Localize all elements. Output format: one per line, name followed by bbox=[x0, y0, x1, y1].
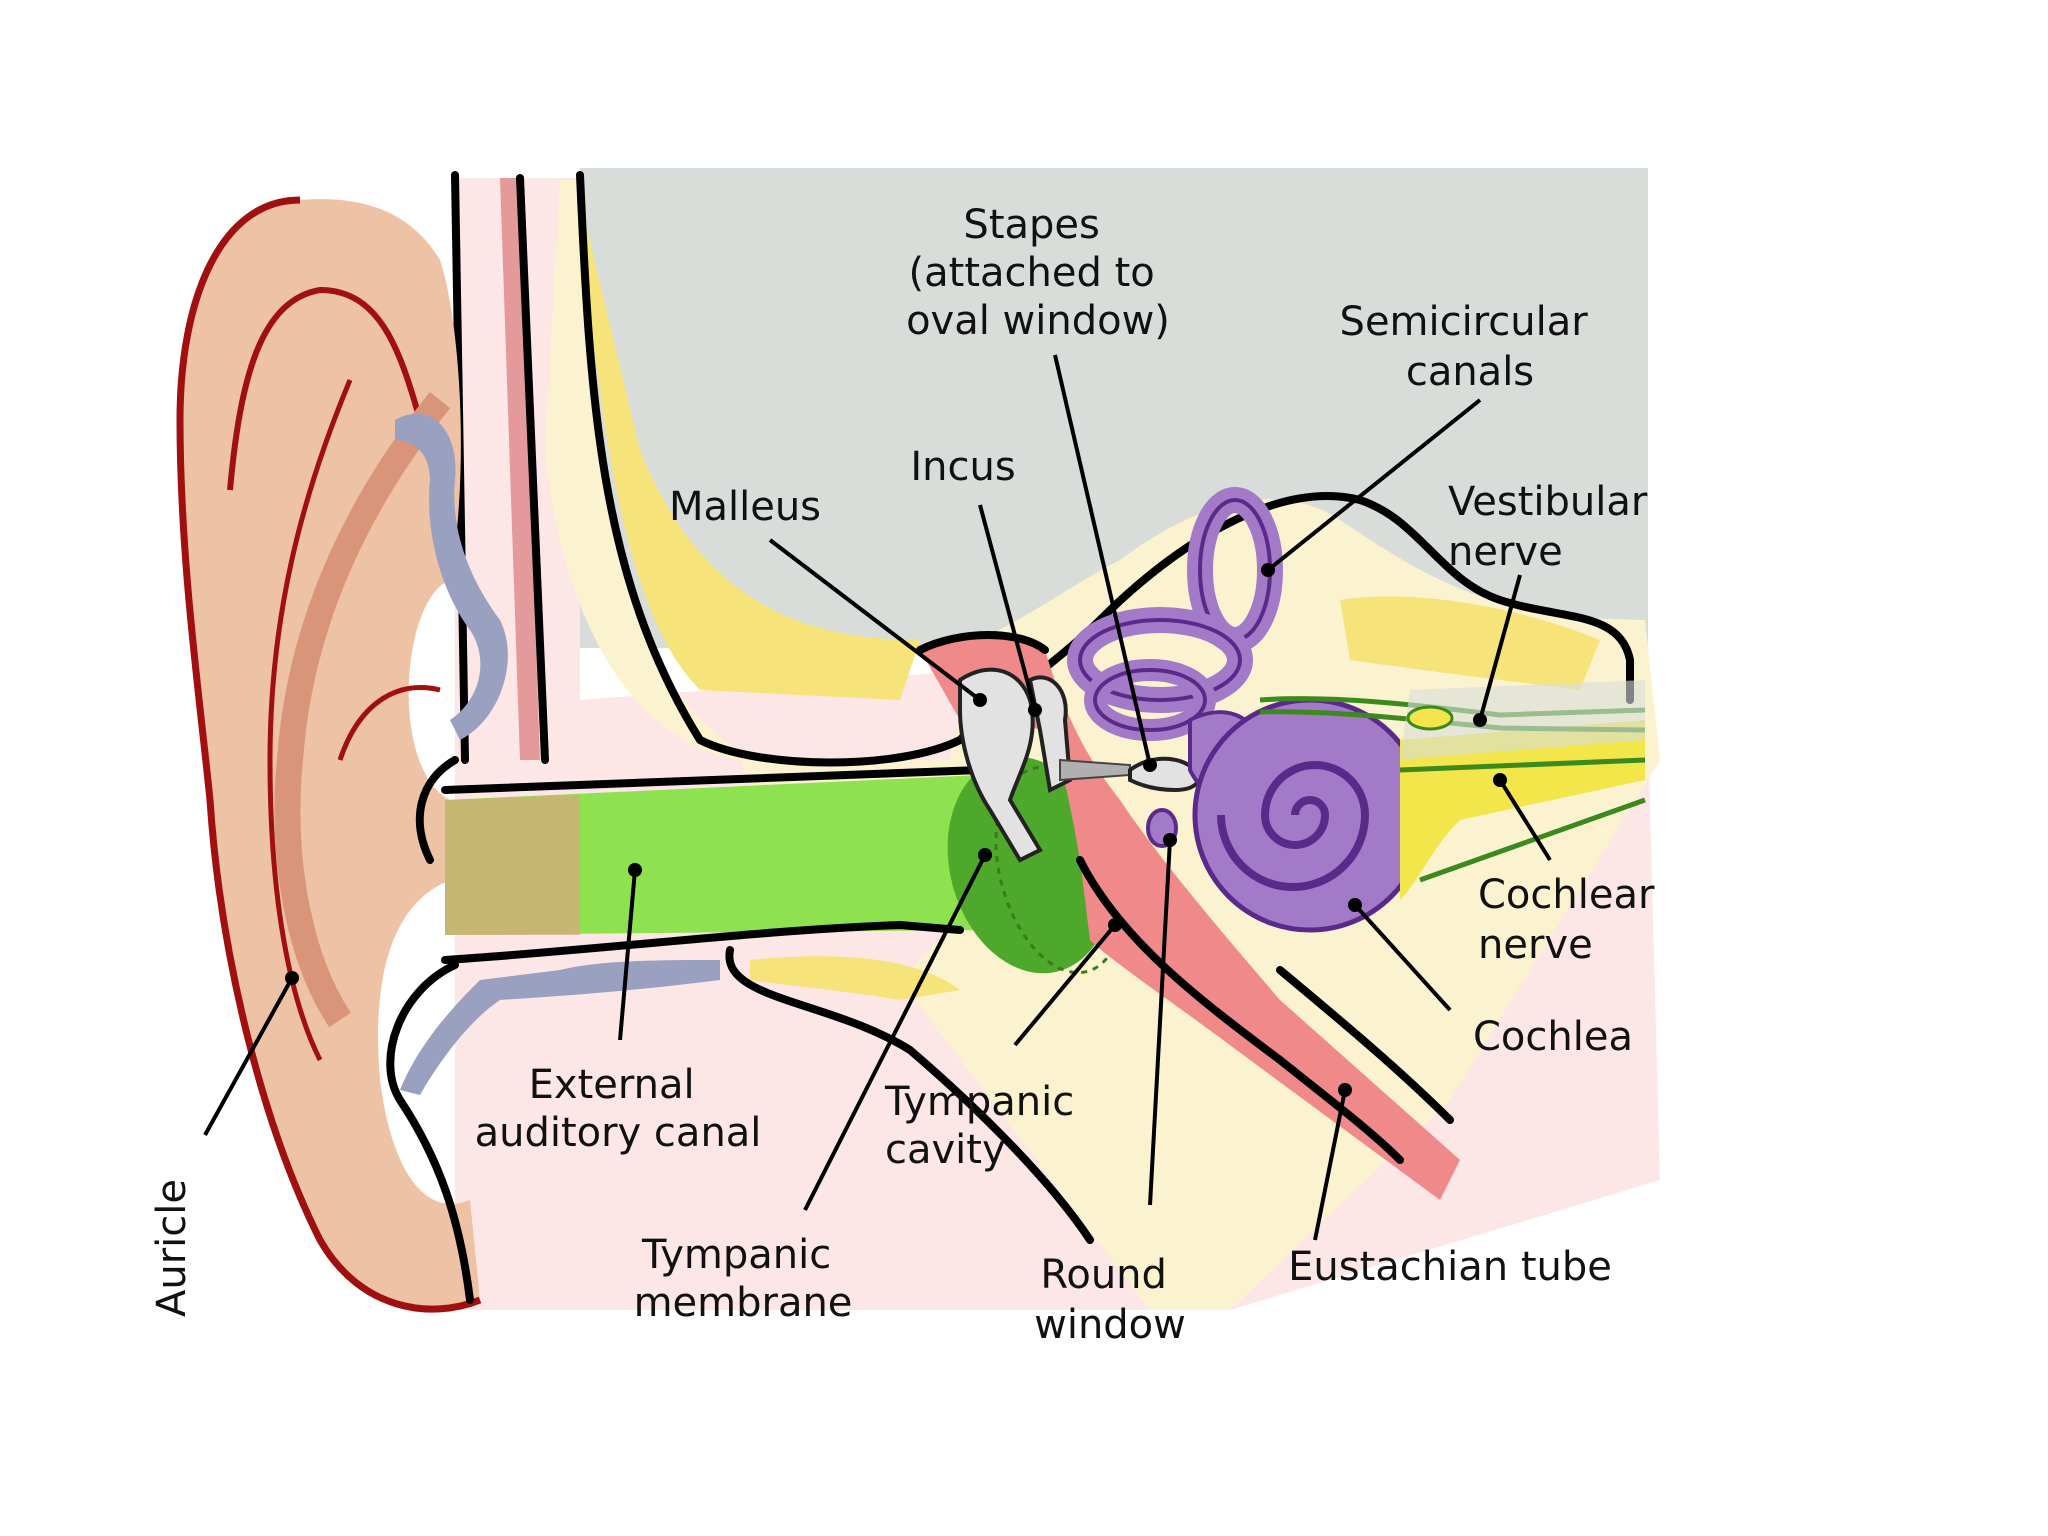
leader-tympanic-cavity bbox=[1013, 923, 1117, 1047]
leader-malleus bbox=[768, 538, 982, 702]
skull-outline bbox=[576, 171, 1634, 767]
label-tympanic-membrane: Tympanic membrane bbox=[634, 1232, 853, 1326]
nerve-fibers bbox=[1259, 696, 1646, 883]
leader-round-window bbox=[1148, 839, 1172, 1206]
canal-wall-upper bbox=[516, 174, 549, 764]
dot-canal bbox=[628, 863, 642, 877]
dot-incus bbox=[1028, 703, 1042, 717]
labyrinth bbox=[1067, 487, 1428, 933]
semicircular-canal-3-outline bbox=[1093, 668, 1207, 732]
label-cochlear-nerve: Cochlear nerve bbox=[1478, 872, 1667, 968]
bone-highlight-upper bbox=[580, 200, 920, 700]
dot-tympanic-membrane bbox=[978, 848, 992, 862]
leader-tympanic-membrane bbox=[803, 854, 987, 1211]
dot-eustachian bbox=[1338, 1083, 1352, 1097]
cartilage-upper bbox=[395, 413, 508, 740]
label-stapes: Stapes (attached to oval window) bbox=[906, 202, 1170, 344]
auricle-rim bbox=[176, 196, 482, 1313]
vestibular-ganglion bbox=[1406, 705, 1454, 731]
label-semicircular-canals: Semicircular canals bbox=[1340, 299, 1601, 395]
bone-highlight-lower bbox=[750, 956, 960, 1000]
dot-stapes bbox=[1143, 758, 1157, 772]
antihelix-shade bbox=[274, 391, 451, 1028]
leader-semicircular bbox=[1266, 398, 1482, 572]
skin-strip bbox=[500, 178, 540, 760]
label-vestibular-nerve: Vestibular nerve bbox=[1448, 479, 1660, 575]
tympanic-floor bbox=[725, 946, 1094, 1244]
leader-incus bbox=[978, 504, 1037, 711]
label-eustachian-tube: Eustachian tube bbox=[1288, 1244, 1612, 1290]
dot-cochlear-nerve bbox=[1493, 773, 1507, 787]
label-incus: Incus bbox=[910, 444, 1015, 490]
leader-auricle bbox=[203, 977, 294, 1136]
leader-lines bbox=[203, 354, 1552, 1241]
auricle bbox=[180, 199, 480, 1310]
middle-ear-roof bbox=[916, 631, 1049, 654]
label-round-window: Round window bbox=[1034, 1252, 1186, 1348]
canal-entrance-shade bbox=[445, 795, 580, 935]
label-malleus: Malleus bbox=[669, 484, 821, 530]
dot-round-window bbox=[1163, 833, 1177, 847]
dot-auricle bbox=[285, 971, 299, 985]
antihelix-line bbox=[267, 379, 353, 1062]
tragus-line bbox=[337, 685, 441, 761]
dot-tympanic-cavity bbox=[1108, 918, 1122, 932]
leader-canal bbox=[618, 869, 637, 1041]
canal-lower-wall bbox=[441, 921, 964, 964]
dot-semicircular bbox=[1261, 563, 1275, 577]
bone-highlight-inner bbox=[1340, 596, 1600, 690]
label-auricle: Auricle bbox=[149, 1179, 195, 1317]
dot-cochlea bbox=[1348, 898, 1362, 912]
leader-cochlea bbox=[1353, 903, 1452, 1012]
middle-ear-cavity bbox=[920, 635, 1460, 1200]
leader-stapes bbox=[1053, 354, 1152, 766]
cartilage-lower bbox=[400, 960, 720, 1095]
cochlea-spiral bbox=[1217, 761, 1370, 891]
malleus-bone bbox=[958, 667, 1043, 863]
label-external-auditory-canal: External auditory canal bbox=[475, 1062, 762, 1156]
canal-upper-wall bbox=[441, 766, 984, 794]
vestibular-nerve-body bbox=[1400, 680, 1645, 760]
helix-line bbox=[227, 286, 423, 491]
eustachian-wall-upper bbox=[1276, 966, 1454, 1124]
leader-cochlear-nerve bbox=[1498, 778, 1552, 862]
dot-malleus bbox=[973, 693, 987, 707]
head-outline-lower bbox=[386, 756, 474, 1304]
leader-vestibular bbox=[1478, 574, 1522, 721]
semicircular-canal-2-outline bbox=[1078, 618, 1242, 702]
dot-vestibular bbox=[1473, 713, 1487, 727]
label-cochlea: Cochlea bbox=[1473, 1014, 1633, 1060]
label-tympanic-cavity: Tympanic cavity bbox=[884, 1079, 1087, 1173]
leader-eustachian bbox=[1313, 1089, 1347, 1241]
cochlea-shape bbox=[1192, 697, 1428, 933]
